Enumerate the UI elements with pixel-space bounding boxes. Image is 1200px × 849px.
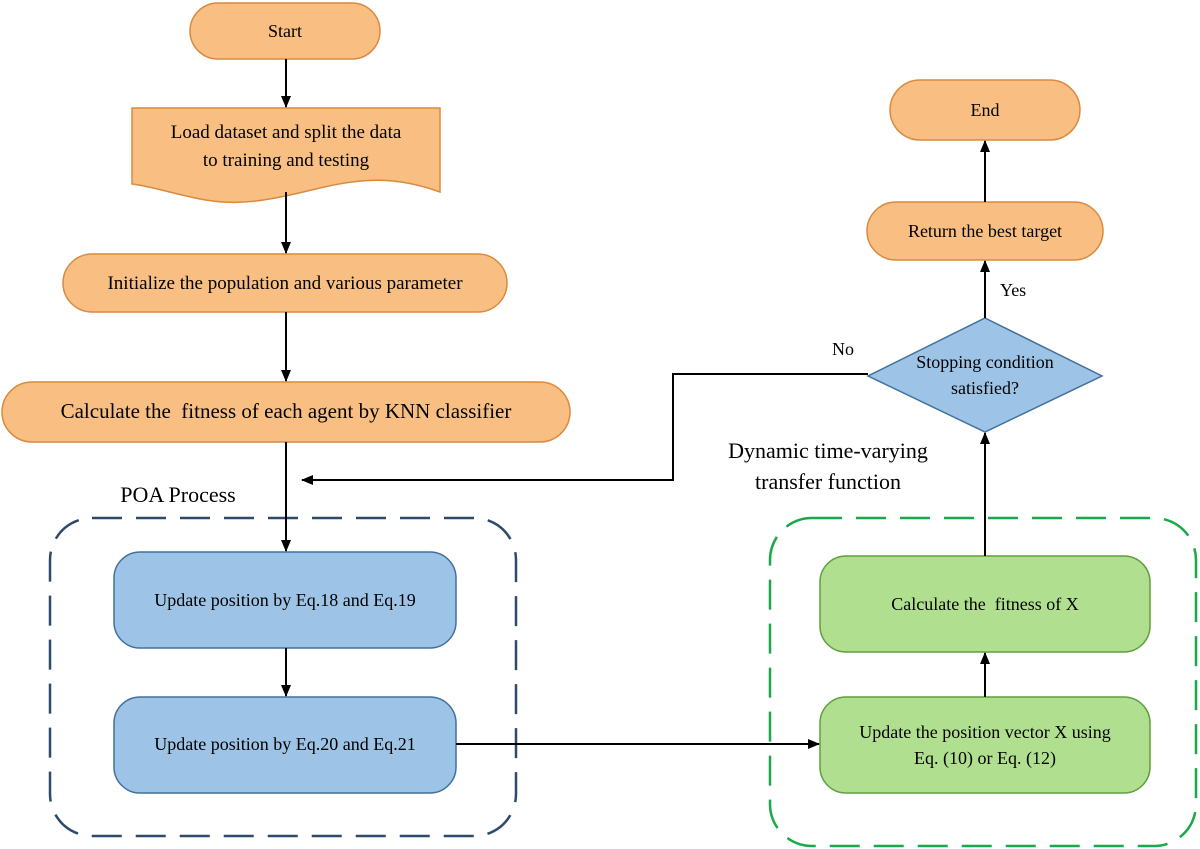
poa-process-group <box>48 516 518 838</box>
stopping-condition-label-line2: satisfied? <box>951 378 1019 398</box>
start-label: Start <box>268 21 302 41</box>
load-dataset-label-line1: Load dataset and split the data <box>171 122 402 143</box>
update-vector-label-line1: Update the position vector X using <box>859 722 1110 742</box>
dtv-title-line1: Dynamic time-varying <box>728 438 928 463</box>
edge-stopping-no-loop <box>301 373 868 485</box>
update-eq18-19-label: Update position by Eq.18 and Eq.19 <box>154 590 415 610</box>
initialize-label: Initialize the population and various pa… <box>107 273 463 294</box>
update-vector-label-line2: Eq. (10) or Eq. (12) <box>914 748 1056 769</box>
dtv-transfer-group <box>768 516 1198 848</box>
stopping-condition-node <box>866 317 1104 433</box>
dtv-title-line2: transfer function <box>755 469 901 494</box>
poa-process-title: POA Process <box>120 482 236 507</box>
stopping-condition-label-line1: Stopping condition <box>916 352 1054 372</box>
end-label: End <box>971 100 1000 120</box>
return-best-label: Return the best target <box>908 221 1062 241</box>
fitness-x-label: Calculate the fitness of X <box>891 594 1078 614</box>
load-dataset-label-line2: to training and testing <box>203 150 370 171</box>
update-eq20-21-label: Update position by Eq.20 and Eq.21 <box>154 734 415 754</box>
update-vector-node <box>819 696 1151 794</box>
edge-yes-label: Yes <box>1000 280 1026 300</box>
load-dataset-node <box>131 107 441 204</box>
fitness-knn-label: Calculate the fitness of each agent by K… <box>61 399 512 423</box>
edge-no-label: No <box>832 339 854 359</box>
